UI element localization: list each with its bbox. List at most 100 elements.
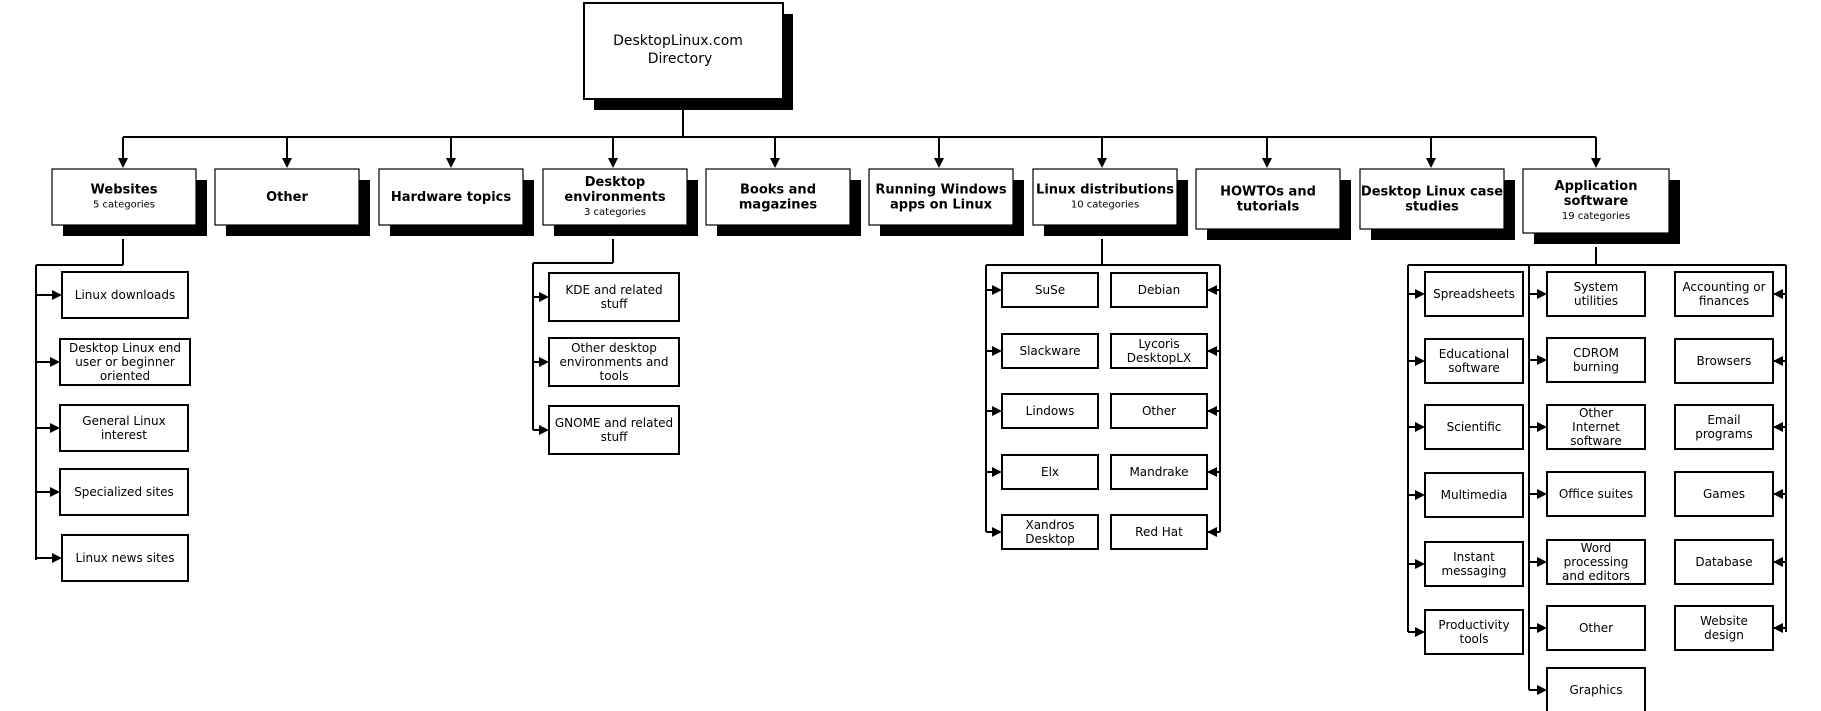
box-frame (1546, 667, 1646, 711)
arrow-left-icon (1207, 346, 1217, 356)
distribution-item[interactable]: Other (1110, 393, 1208, 429)
box-frame (1674, 539, 1774, 585)
box-frame (1195, 168, 1341, 230)
box-label-line: Browsers (1697, 354, 1752, 368)
websites-item[interactable]: Specialized sites (59, 468, 189, 516)
box-frame (1110, 333, 1208, 369)
box-frame (1110, 514, 1208, 550)
distribution-item[interactable]: Mandrake (1110, 454, 1208, 490)
box-label-line: Database (1695, 555, 1752, 569)
box-frame (1110, 393, 1208, 429)
box-frame (1674, 338, 1774, 384)
box-label-line: Application (1555, 179, 1638, 194)
box-frame (583, 2, 784, 100)
distribution-item[interactable]: Debian (1110, 272, 1208, 308)
distribution-item[interactable]: Lindows (1001, 393, 1099, 429)
box-frame (548, 272, 680, 322)
distribution-item[interactable]: Slackware (1001, 333, 1099, 369)
box-label-line: programs (1695, 427, 1752, 441)
box-label-line: CDROM (1573, 346, 1619, 360)
box-label-line: Elx (1041, 465, 1059, 479)
box-label-line: Xandros (1025, 518, 1074, 532)
app-software-item[interactable]: Office suites (1546, 471, 1646, 517)
box-label-line: magazines (739, 198, 817, 213)
box-label-line: stuff (601, 430, 629, 444)
arrow-right-icon (1415, 627, 1425, 637)
box-label-line: studies (1405, 200, 1459, 215)
root-title-line2: Directory (648, 51, 713, 67)
distribution-item[interactable]: SuSe (1001, 272, 1099, 308)
category-other[interactable]: Other (214, 168, 370, 236)
box-label-line: Scientific (1447, 420, 1502, 434)
arrow-right-icon (1537, 422, 1547, 432)
box-label-line: Spreadsheets (1433, 287, 1515, 301)
websites-item[interactable]: Linux downloads (61, 271, 189, 319)
box-label-line: KDE and related (565, 283, 662, 297)
app-software-item[interactable]: Scientific (1424, 404, 1524, 450)
arrow-down-icon (770, 158, 780, 168)
box-label-line: Desktop (1025, 532, 1075, 546)
box-label-line: Accounting or (1682, 280, 1765, 294)
app-software-item[interactable]: Other (1546, 605, 1646, 651)
box-label-line: Graphics (1570, 683, 1623, 697)
box-label-line: oriented (100, 369, 150, 383)
app-software-item[interactable]: Graphics (1546, 667, 1646, 711)
box-frame (1032, 168, 1178, 226)
box-label-line: Slackware (1019, 344, 1080, 358)
app-software-item[interactable]: Games (1674, 471, 1774, 517)
box-frame (1001, 514, 1099, 550)
box-frame (1424, 609, 1524, 655)
websites-item[interactable]: Linux news sites (61, 534, 189, 582)
box-frame (1546, 271, 1646, 317)
app-software-item[interactable]: Spreadsheets (1424, 271, 1524, 317)
box-frame (868, 168, 1014, 226)
box-frame (1674, 404, 1774, 450)
arrow-down-icon (608, 158, 618, 168)
box-label-line: interest (101, 428, 147, 442)
arrow-down-icon (934, 158, 944, 168)
box-frame (1546, 605, 1646, 651)
box-frame (1546, 471, 1646, 517)
box-subtitle: 19 categories (1562, 211, 1630, 222)
app-software-item[interactable]: Browsers (1674, 338, 1774, 384)
distribution-item[interactable]: Red Hat (1110, 514, 1208, 550)
distribution-item[interactable]: Elx (1001, 454, 1099, 490)
category-hardware[interactable]: Hardware topics (378, 168, 534, 236)
app-software-item[interactable]: Multimedia (1424, 472, 1524, 518)
arrow-right-icon (50, 357, 60, 367)
box-label-line: environments and (559, 355, 668, 369)
box-subtitle: 5 categories (93, 200, 155, 211)
app-software-item[interactable]: Database (1674, 539, 1774, 585)
box-label-line: apps on Linux (890, 198, 993, 213)
arrow-left-icon (1207, 527, 1217, 537)
box-frame (1001, 333, 1099, 369)
box-frame (1110, 272, 1208, 308)
